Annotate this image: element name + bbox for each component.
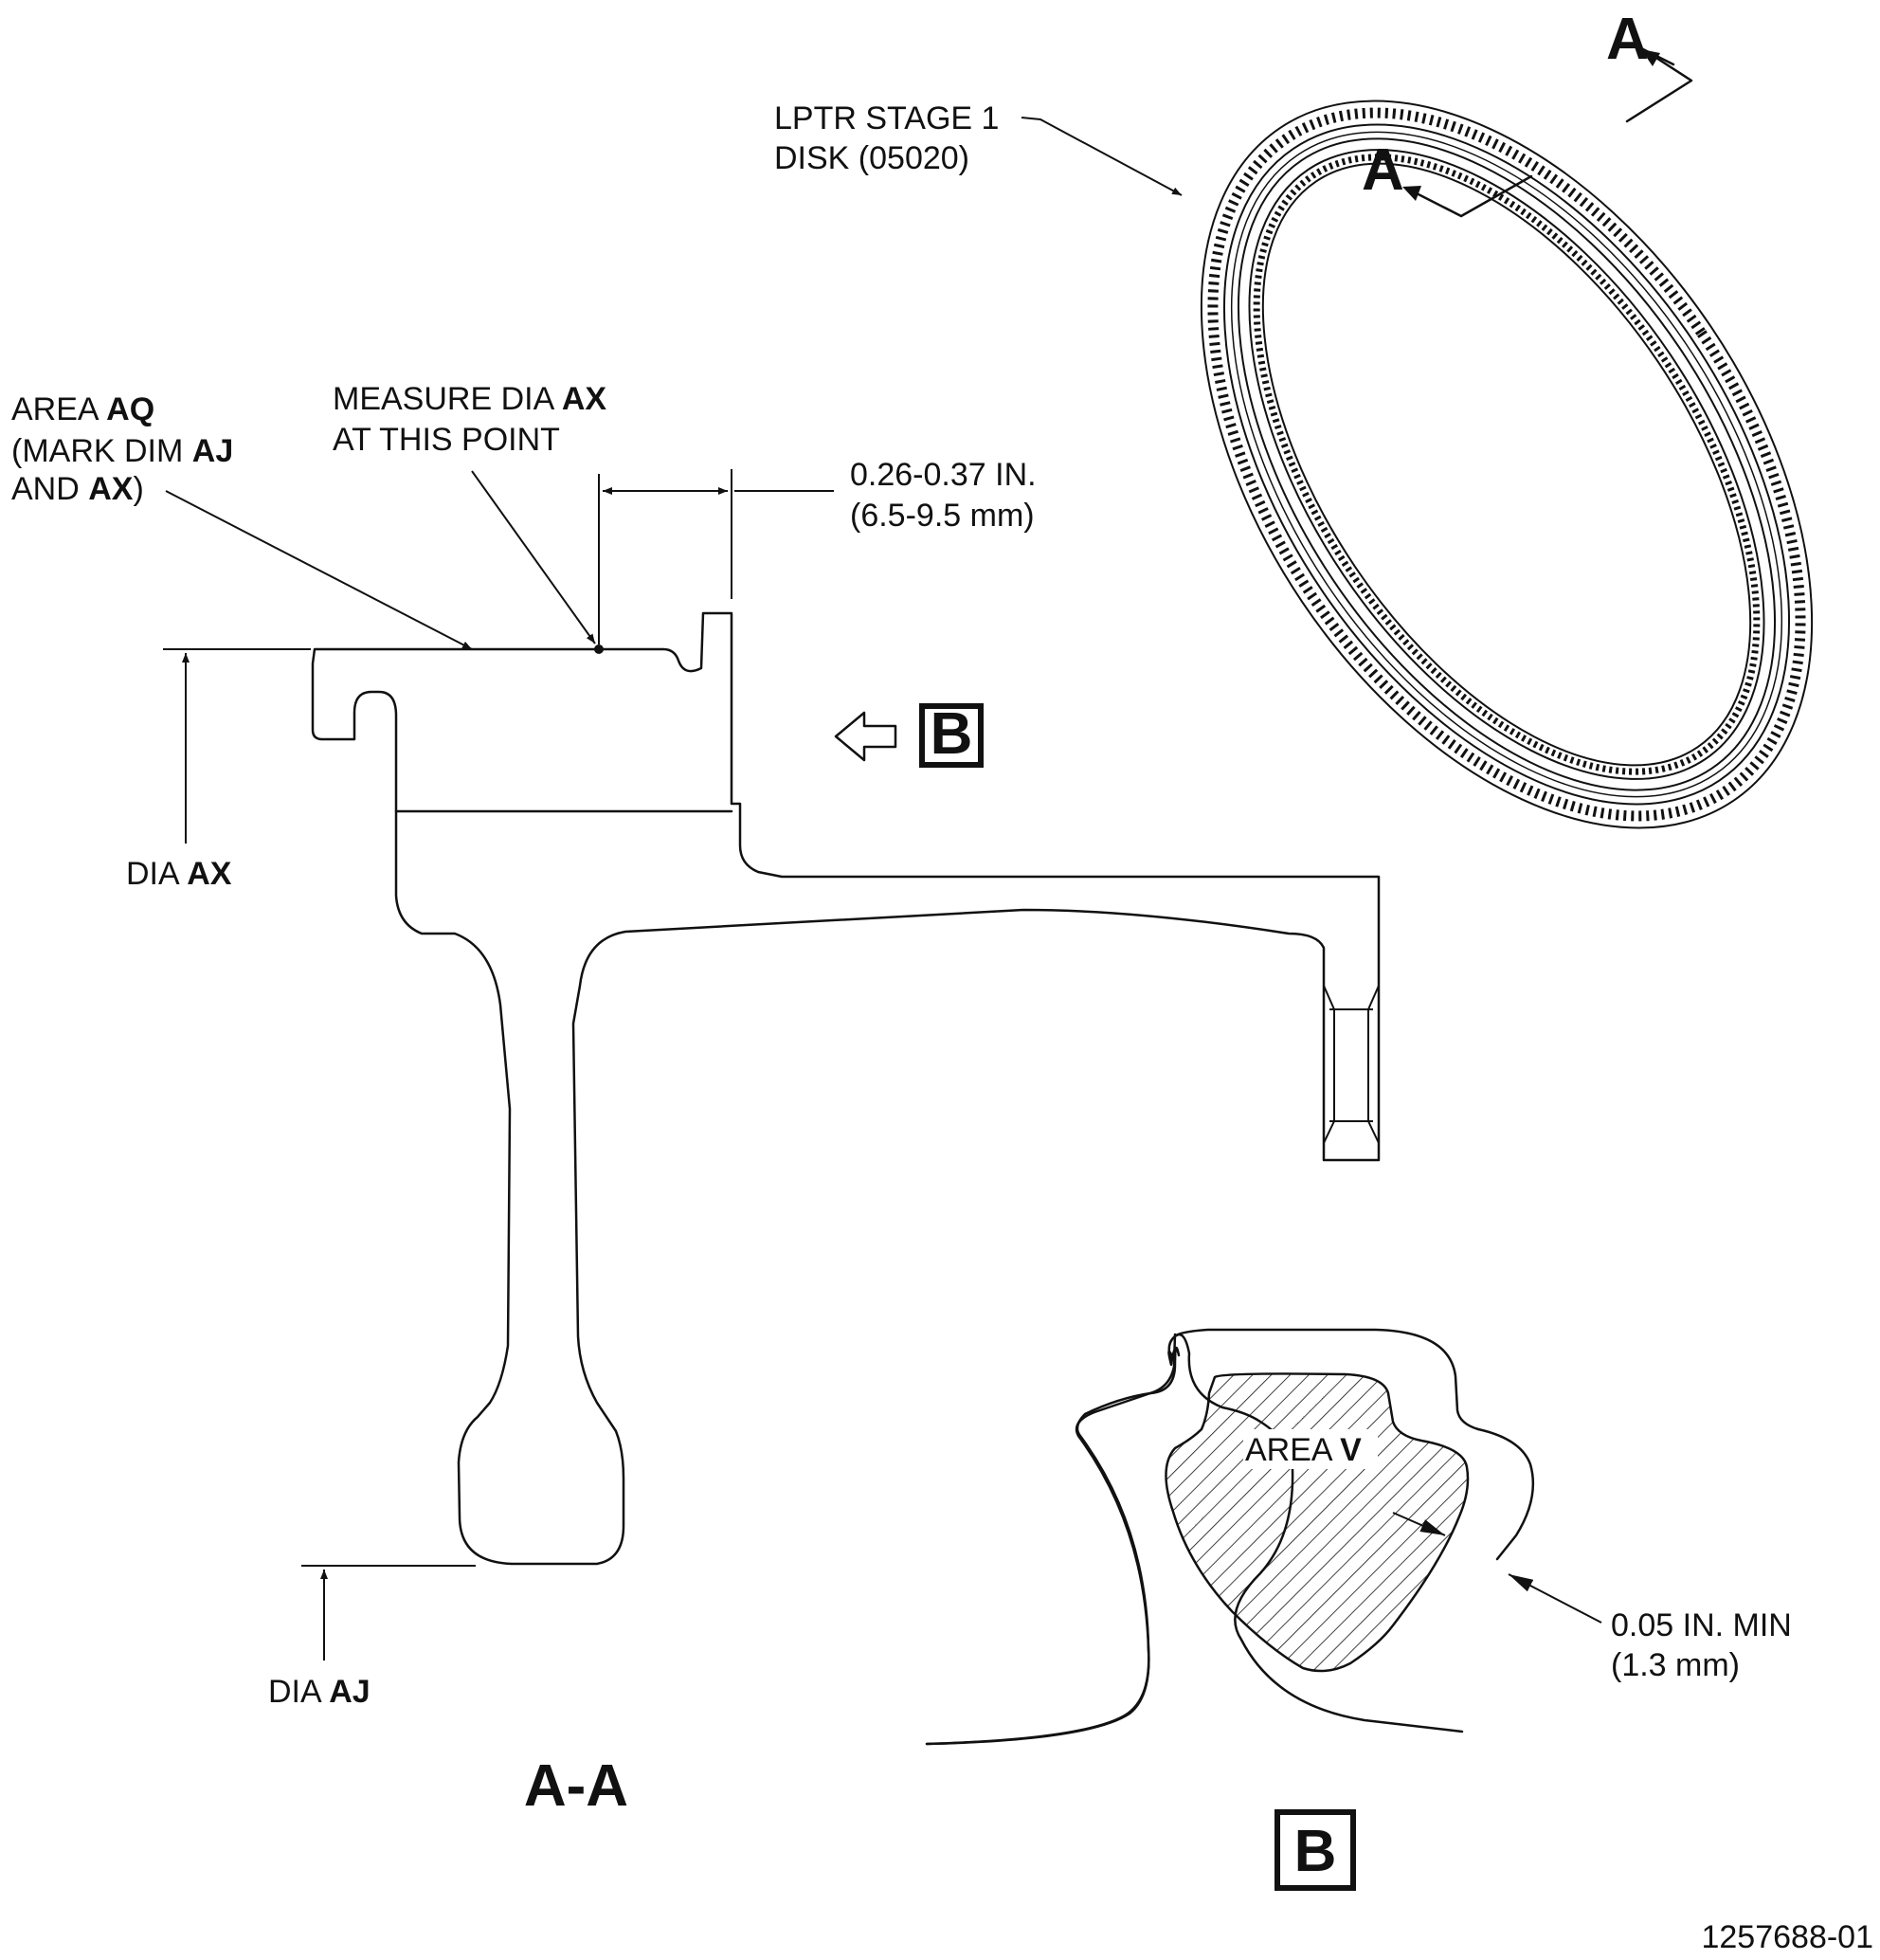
- measure-line1: MEASURE DIA AX: [333, 381, 606, 417]
- detail-b-view: AREA V 0.05 IN. MIN (1.3 mm): [925, 1328, 1792, 1746]
- dia-aj-dimension: DIA AJ: [268, 1565, 476, 1710]
- figure-number: 1257688-01: [1701, 1919, 1873, 1955]
- section-cut-mark-upper: A: [1606, 7, 1693, 123]
- section-letter-upper: A: [1606, 7, 1649, 72]
- section-title: A-A: [524, 1753, 628, 1819]
- view-b-flag: B: [834, 701, 984, 768]
- measure-line2: AT THIS POINT: [333, 422, 560, 458]
- dia-ax-label: DIA AX: [126, 856, 232, 892]
- section-a-a-profile: [311, 611, 1381, 1566]
- measure-point-marker: [594, 644, 604, 654]
- gap-dim-inch: 0.26-0.37 IN.: [850, 457, 1037, 493]
- detail-b-title: B: [1274, 1809, 1356, 1891]
- disk-callout-line1: LPTR STAGE 1: [774, 100, 999, 136]
- dia-aj-label: DIA AJ: [268, 1674, 371, 1710]
- measure-dia-callout: MEASURE DIA AX AT THIS POINT: [333, 381, 606, 644]
- section-letter-lower: A: [1362, 137, 1404, 203]
- section-cut-mark-lower: A: [1362, 137, 1533, 218]
- dia-ax-dimension: DIA AX: [126, 648, 311, 892]
- min-dim-mm: (1.3 mm): [1611, 1647, 1740, 1683]
- disk-blade-slots: [1207, 107, 1806, 822]
- disk-callout: LPTR STAGE 1 DISK (05020): [774, 100, 1183, 196]
- area-aq-line2: (MARK DIM AJ: [11, 433, 233, 469]
- view-flag-letter: B: [931, 701, 973, 767]
- gap-dimension: 0.26-0.37 IN. (6.5-9.5 mm): [598, 457, 1037, 644]
- gap-dim-mm: (6.5-9.5 mm): [850, 498, 1035, 534]
- area-v-label: AREA V: [1245, 1432, 1362, 1468]
- area-aq-callout: AREA AQ (MARK DIM AJ AND AX): [11, 391, 473, 650]
- area-aq-line1: AREA AQ: [11, 391, 154, 427]
- min-dim-inch: 0.05 IN. MIN: [1611, 1607, 1792, 1643]
- area-v-hatch: [1165, 1372, 1470, 1673]
- disk-isometric-view: [1200, 100, 1814, 829]
- area-aq-line3: AND AX): [11, 471, 144, 507]
- disk-callout-line2: DISK (05020): [774, 140, 969, 176]
- detail-title-letter: B: [1294, 1819, 1337, 1884]
